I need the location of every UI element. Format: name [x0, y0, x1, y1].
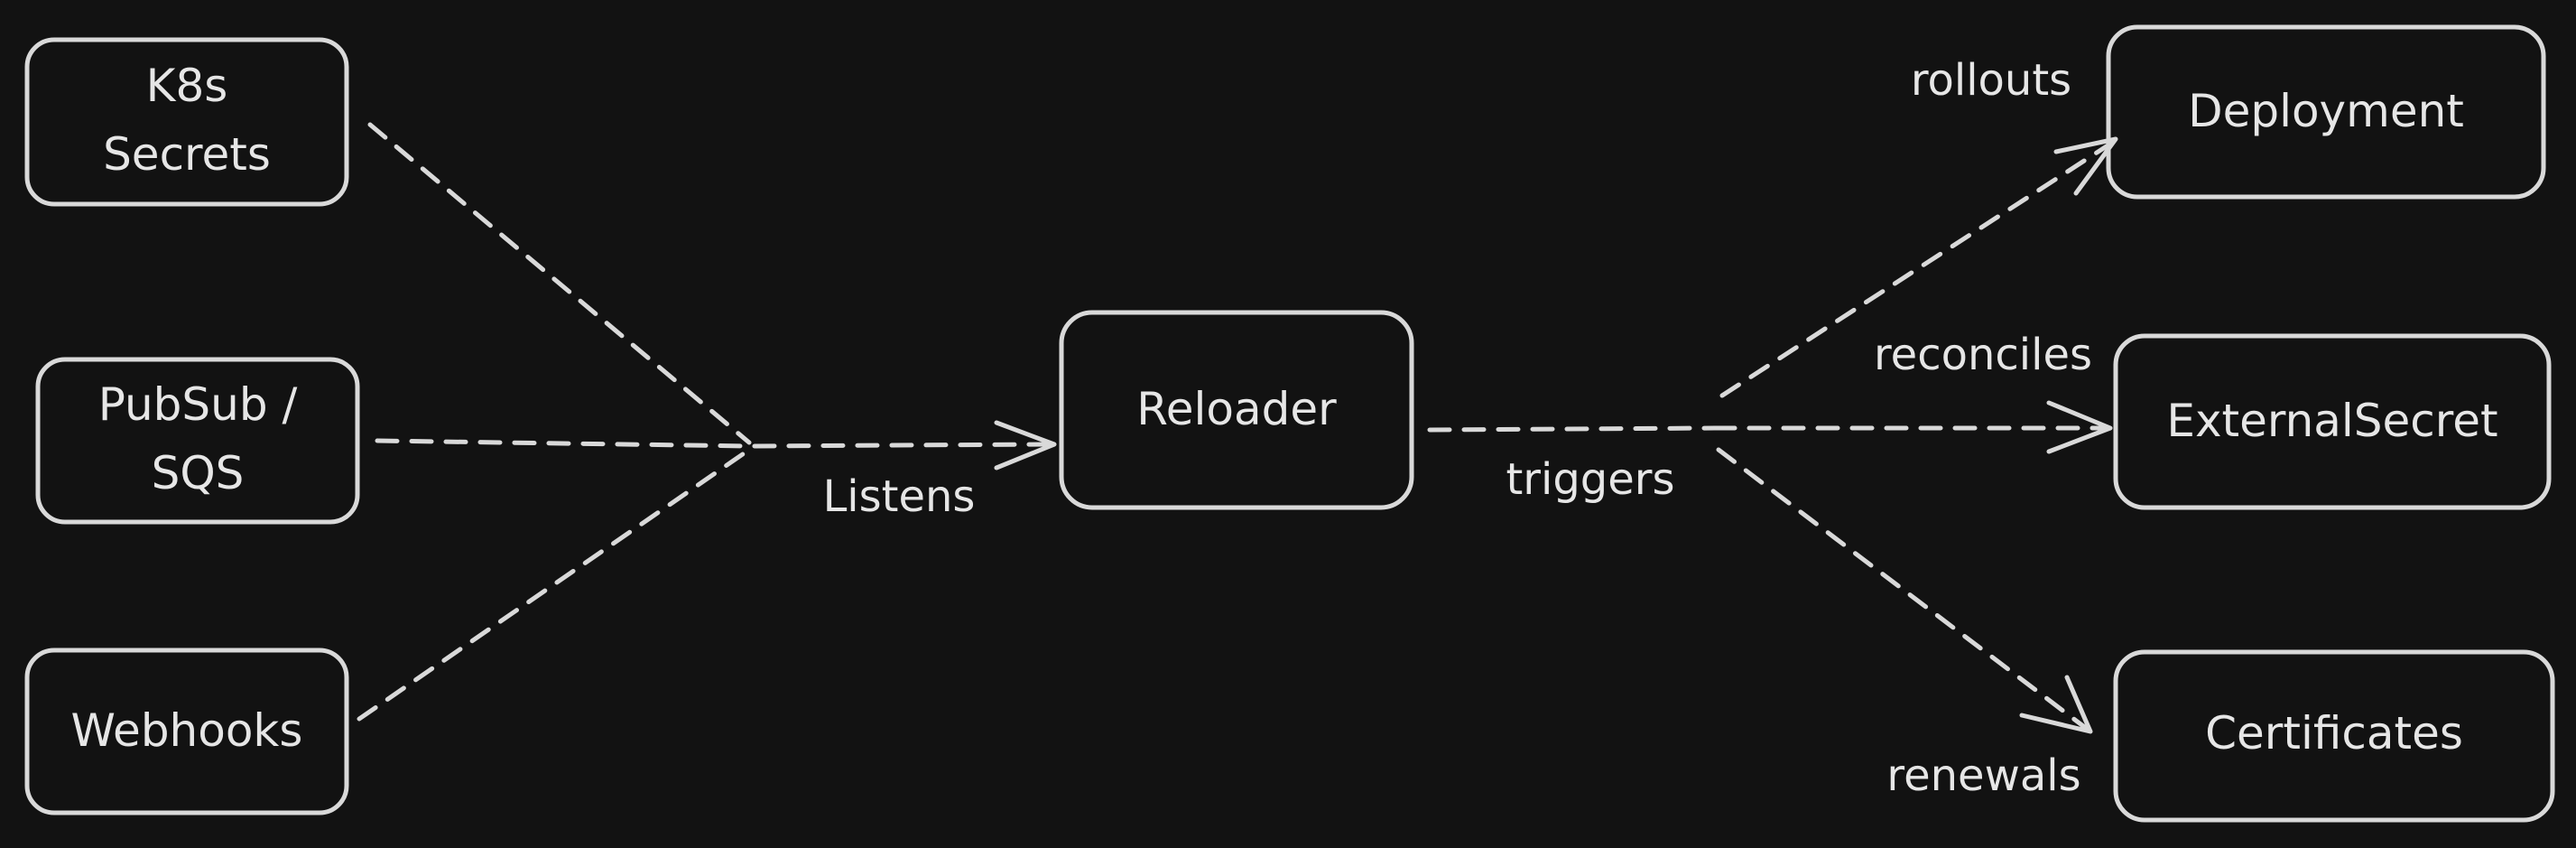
node-deployment-label: Deployment	[2188, 85, 2464, 137]
edge-label-reconciles: reconciles	[1874, 330, 2092, 380]
node-deployment: Deployment	[2106, 24, 2546, 200]
node-external-secret: ExternalSecret	[2113, 333, 2552, 510]
edge-reloader-trigger	[1427, 425, 1718, 433]
node-pubsub-sqs: PubSub / SQS	[35, 357, 360, 525]
edge-label-listens: Listens	[823, 471, 976, 522]
arrowhead-certificates	[2019, 675, 2093, 734]
edge-pubsub-sqs-to-reloader	[375, 438, 1050, 449]
node-external-secret-label: ExternalSecret	[2166, 395, 2497, 447]
edge-k8s-secrets-to-reloader	[367, 122, 752, 445]
node-webhooks-label: Webhooks	[71, 704, 303, 757]
node-pubsub-sqs-line-1: PubSub /	[98, 378, 298, 431]
node-k8s-secrets-line-2: Secrets	[103, 128, 271, 181]
edge-label-triggers: triggers	[1506, 454, 1674, 505]
edge-to-certificates	[1716, 447, 2093, 734]
node-reloader-label: Reloader	[1136, 383, 1337, 435]
node-k8s-secrets-line-1: K8s	[146, 60, 228, 112]
node-reloader: Reloader	[1059, 310, 1414, 510]
edge-to-deployment	[1719, 140, 2115, 398]
node-certificates: Certificates	[2113, 649, 2555, 823]
arrowhead-reloader-in	[994, 420, 1057, 471]
node-webhooks: Webhooks	[24, 648, 349, 815]
arrowhead-deployment	[2053, 136, 2118, 196]
node-certificates-label: Certificates	[2205, 707, 2463, 759]
arrowhead-external-secret	[2046, 400, 2113, 454]
node-k8s-secrets: K8s Secrets	[24, 37, 349, 207]
edge-label-renewals: renewals	[1886, 750, 2080, 801]
edge-webhooks-to-reloader	[357, 447, 752, 722]
edge-label-rollouts: rollouts	[1911, 55, 2071, 106]
node-pubsub-sqs-line-2: SQS	[152, 447, 245, 499]
